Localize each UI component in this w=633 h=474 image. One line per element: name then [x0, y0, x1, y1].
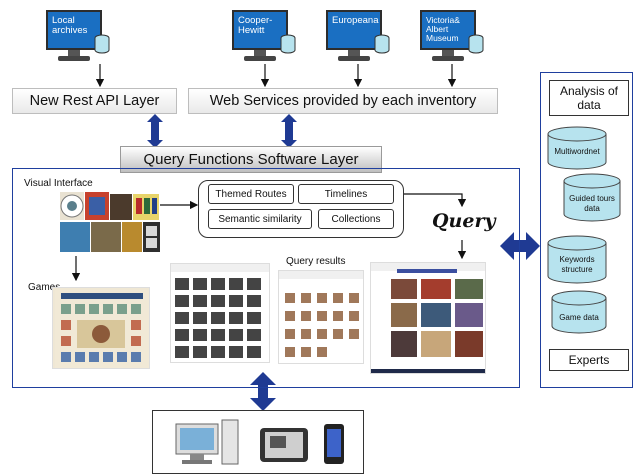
devices-illustration [175, 419, 344, 465]
victoria-albert-computer: Victoria& Albert Museum [420, 10, 484, 72]
experts-label: Experts [568, 353, 610, 367]
local-archives-computer: Local archives [46, 10, 110, 72]
query-label: Query [432, 210, 496, 232]
games-screenshot [52, 287, 150, 369]
themed-routes-pill[interactable]: Themed Routes [208, 184, 294, 204]
game-data-label: Game data [559, 313, 599, 322]
main-panel [12, 168, 520, 388]
experts-box: Experts [549, 349, 629, 371]
semantic-similarity-pill[interactable]: Semantic similarity [208, 209, 312, 229]
multiwordnet-label: Multiwordnet [554, 147, 600, 156]
results-grid-artefacts [279, 271, 363, 357]
collage-image [60, 192, 160, 252]
rest-api-layer-label: New Rest API Layer [29, 93, 160, 109]
web-services-layer-label: Web Services provided by each inventory [209, 93, 477, 109]
europeana-computer: Europeana [326, 10, 390, 72]
victoria-albert-label: Victoria& Albert Museum [426, 15, 460, 43]
analysis-of-data-label: Analysis of data [559, 84, 619, 112]
local-archives-label: Local archives [52, 15, 88, 36]
collections-pill[interactable]: Collections [318, 209, 394, 229]
themed-routes-label: Themed Routes [215, 188, 287, 200]
query-results-label: Query results [286, 256, 346, 267]
tablet-icon [260, 428, 308, 462]
semantic-similarity-label: Semantic similarity [218, 213, 302, 225]
results-screenshot-3 [370, 262, 486, 374]
results-grid-photos [371, 263, 485, 373]
guided-tours-label: Guided tours data [569, 194, 615, 213]
database-icon [280, 34, 296, 54]
results-screenshot-2 [278, 270, 364, 364]
timelines-label: Timelines [324, 188, 368, 200]
cooper-hewitt-computer: Cooper-Hewitt [232, 10, 296, 72]
visual-interface-collage [60, 192, 160, 254]
smartphone-icon [324, 424, 344, 464]
desktop-computer-icon [175, 419, 239, 465]
database-icon [94, 34, 110, 54]
timelines-pill[interactable]: Timelines [298, 184, 394, 204]
keywords-structure-label: Keywords structure [559, 255, 595, 274]
rest-api-layer: New Rest API Layer [12, 88, 177, 114]
database-icon [468, 34, 484, 54]
visual-interface-label: Visual Interface [24, 178, 93, 189]
games-label: Games [28, 282, 61, 293]
cooper-hewitt-label: Cooper-Hewitt [238, 15, 273, 36]
query-functions-layer-label: Query Functions Software Layer [143, 151, 359, 168]
game-board-image [55, 290, 149, 368]
analysis-of-data-box: Analysis of data [549, 80, 629, 116]
results-screenshot-1 [170, 263, 270, 363]
results-grid-bw [171, 264, 269, 358]
web-services-layer: Web Services provided by each inventory [188, 88, 498, 114]
europeana-label: Europeana [332, 15, 379, 26]
database-icon [374, 34, 390, 54]
collections-label: Collections [331, 213, 381, 225]
